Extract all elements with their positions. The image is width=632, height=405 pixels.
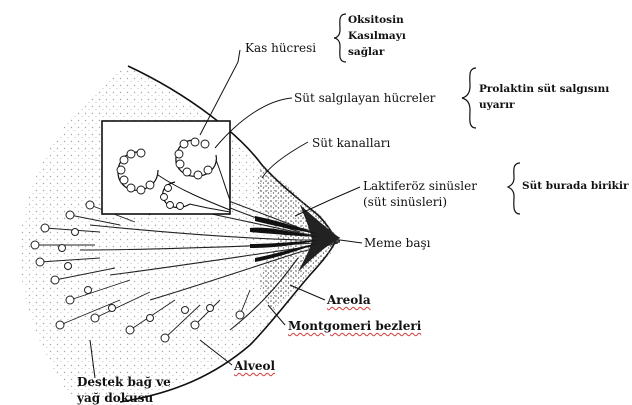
label-montgomeri: Montgomeri bezleri — [288, 320, 421, 333]
label-destek-line2: yağ dokusu — [77, 392, 153, 405]
label-alveol: Alveol — [234, 360, 275, 373]
leader-meme-basi — [340, 240, 362, 243]
brace-sut-burada — [508, 163, 520, 214]
alveoli-inset — [102, 121, 230, 214]
label-oksitosin-line1: Oksitosin — [348, 14, 404, 26]
label-areola: Areola — [327, 294, 371, 307]
label-sut-salgilayan: Süt salgılayan hücreler — [294, 92, 435, 105]
brace-prolaktin — [462, 68, 476, 128]
label-sut-kanallari: Süt kanalları — [312, 137, 390, 150]
label-kas-hucresi: Kas hücresi — [245, 42, 316, 55]
label-meme-basi: Meme başı — [364, 237, 431, 250]
brace-oksitosin — [334, 14, 346, 62]
label-laktiferoz-line1: Laktiferöz sinüsler — [363, 180, 477, 193]
label-oksitosin-line3: sağlar — [348, 46, 384, 58]
label-prolaktin-line1: Prolaktin süt salgısını — [479, 83, 609, 95]
label-laktiferoz-line2: (süt sinüsleri) — [363, 196, 447, 209]
label-oksitosin-line2: Kasılmayı — [348, 30, 406, 42]
label-sut-burada: Süt burada birikir — [522, 180, 632, 192]
label-destek-line1: Destek bağ ve — [77, 376, 171, 389]
label-prolaktin-line2: uyarır — [479, 99, 515, 111]
